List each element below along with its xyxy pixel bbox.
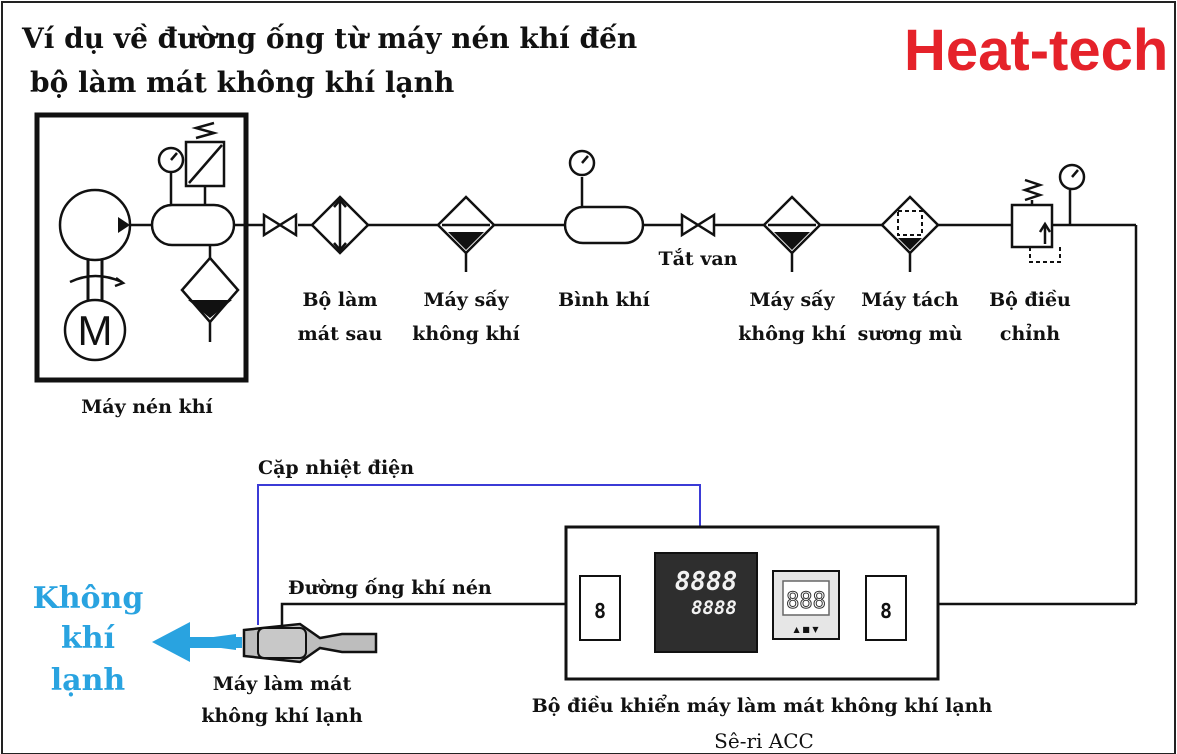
display-top-digits: 8888 bbox=[675, 567, 738, 597]
mist-label-2: sương mù bbox=[858, 323, 963, 345]
aftercooler-label-1: Bộ làm bbox=[303, 289, 378, 311]
mist-label-1: Máy tách bbox=[861, 289, 959, 311]
small-display-digits: 888 bbox=[786, 589, 826, 614]
air-hose-line bbox=[280, 602, 566, 625]
air-dryer-icon bbox=[436, 195, 496, 272]
right-outlet bbox=[865, 575, 907, 641]
cooler-label-2: không khí lạnh bbox=[201, 705, 363, 727]
regulator-icon bbox=[1010, 163, 1086, 263]
dryer2-label-2: không khí bbox=[738, 323, 846, 345]
motor-icon bbox=[63, 298, 127, 362]
small-controller-buttons: ▲ ■ ▼ bbox=[794, 625, 820, 634]
compressor-label: Máy nén khí bbox=[81, 396, 213, 418]
acc-controller: 8 8888 8888 888 ▲ ■ ▼ 8 bbox=[564, 525, 940, 681]
air-compressor: M bbox=[34, 112, 262, 383]
mist-separator-icon bbox=[880, 195, 940, 272]
thermocouple-wire bbox=[257, 484, 701, 625]
series-label: Sê-ri ACC bbox=[714, 729, 814, 753]
display-bottom-digits: 8888 bbox=[691, 597, 737, 619]
dryer2-label-1: Máy sấy bbox=[749, 289, 835, 311]
cooler-label-1: Máy làm mát bbox=[213, 673, 352, 695]
thermocouple-label: Cặp nhiệt điện bbox=[258, 457, 414, 479]
cold-air-label-3: lạnh bbox=[51, 663, 126, 698]
dryer1-label-1: Máy sấy bbox=[423, 289, 509, 311]
title-line-2: bộ làm mát không khí lạnh bbox=[30, 66, 454, 99]
shutoff-valve-icon bbox=[262, 212, 298, 238]
regulator-label-2: chỉnh bbox=[1000, 323, 1060, 345]
main-temperature-display bbox=[654, 552, 758, 653]
aftercooler-label-2: mát sau bbox=[298, 323, 383, 345]
air-tank-icon bbox=[563, 149, 645, 245]
motor-letter: M bbox=[78, 307, 113, 354]
left-outlet bbox=[579, 575, 621, 641]
title-line-1: Ví dụ về đường ống từ máy nén khí đến bbox=[21, 22, 637, 55]
cold-air-cooler-icon bbox=[242, 622, 378, 664]
controller-label: Bộ điều khiển máy làm mát không khí lạnh bbox=[532, 693, 993, 717]
dryer1-label-2: không khí bbox=[412, 323, 520, 345]
shutoff-valve-2-icon bbox=[680, 212, 716, 238]
compressor-receiver-icon bbox=[150, 203, 236, 247]
tank-label: Bình khí bbox=[558, 289, 650, 311]
valve-label: Tắt van bbox=[658, 248, 737, 270]
right-outlet-mark: 8 bbox=[880, 599, 892, 623]
left-outlet-mark: 8 bbox=[594, 599, 606, 623]
cold-air-label-2: khí bbox=[61, 621, 116, 656]
air-hose-label: Đường ống khí nén bbox=[288, 577, 492, 599]
aftercooler-icon bbox=[310, 195, 370, 255]
cold-air-label-1: Không bbox=[33, 581, 144, 616]
air-dryer-2-icon bbox=[762, 195, 822, 272]
regulator-label-1: Bộ điều bbox=[989, 289, 1071, 311]
heat-tech-logo: Heat-tech bbox=[904, 18, 1168, 83]
